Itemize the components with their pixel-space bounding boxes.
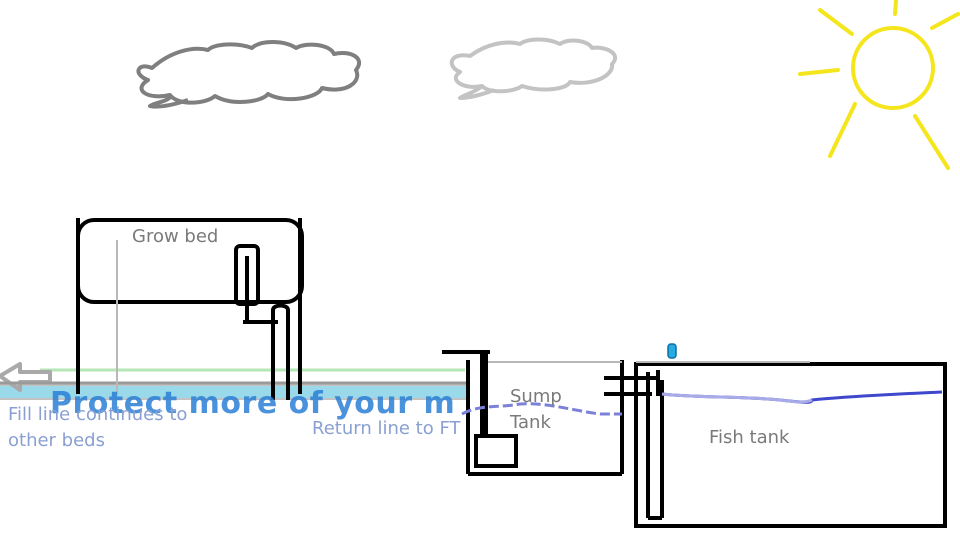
sump-tank — [466, 360, 624, 476]
cloud-dark — [136, 40, 362, 109]
fill-line-label-line1: Fill line continues to — [8, 404, 188, 425]
return-pipe — [271, 303, 290, 400]
grow-bed-label: Grow bed — [132, 226, 219, 247]
sump-label-line2: Tank — [510, 412, 551, 433]
sump-water — [461, 402, 622, 416]
bell-siphon — [234, 244, 278, 324]
drop-icon — [667, 343, 677, 359]
fish-tank — [634, 361, 947, 528]
sun-icon — [798, 0, 960, 170]
cloud-light — [449, 37, 618, 100]
grow-bed — [76, 218, 304, 394]
return-line-label: Return line to FT — [312, 418, 461, 439]
watermark-text: Protect more of your m — [50, 386, 456, 421]
sump-pump — [442, 350, 518, 468]
overflow-connector — [604, 370, 660, 396]
sump-label-line1: Sump — [510, 386, 562, 407]
standpipe — [646, 372, 664, 520]
fish-tank-label: Fish tank — [709, 427, 790, 448]
fill-line-label-line2: other beds — [8, 430, 105, 451]
fill-arrow-icon — [0, 362, 52, 392]
